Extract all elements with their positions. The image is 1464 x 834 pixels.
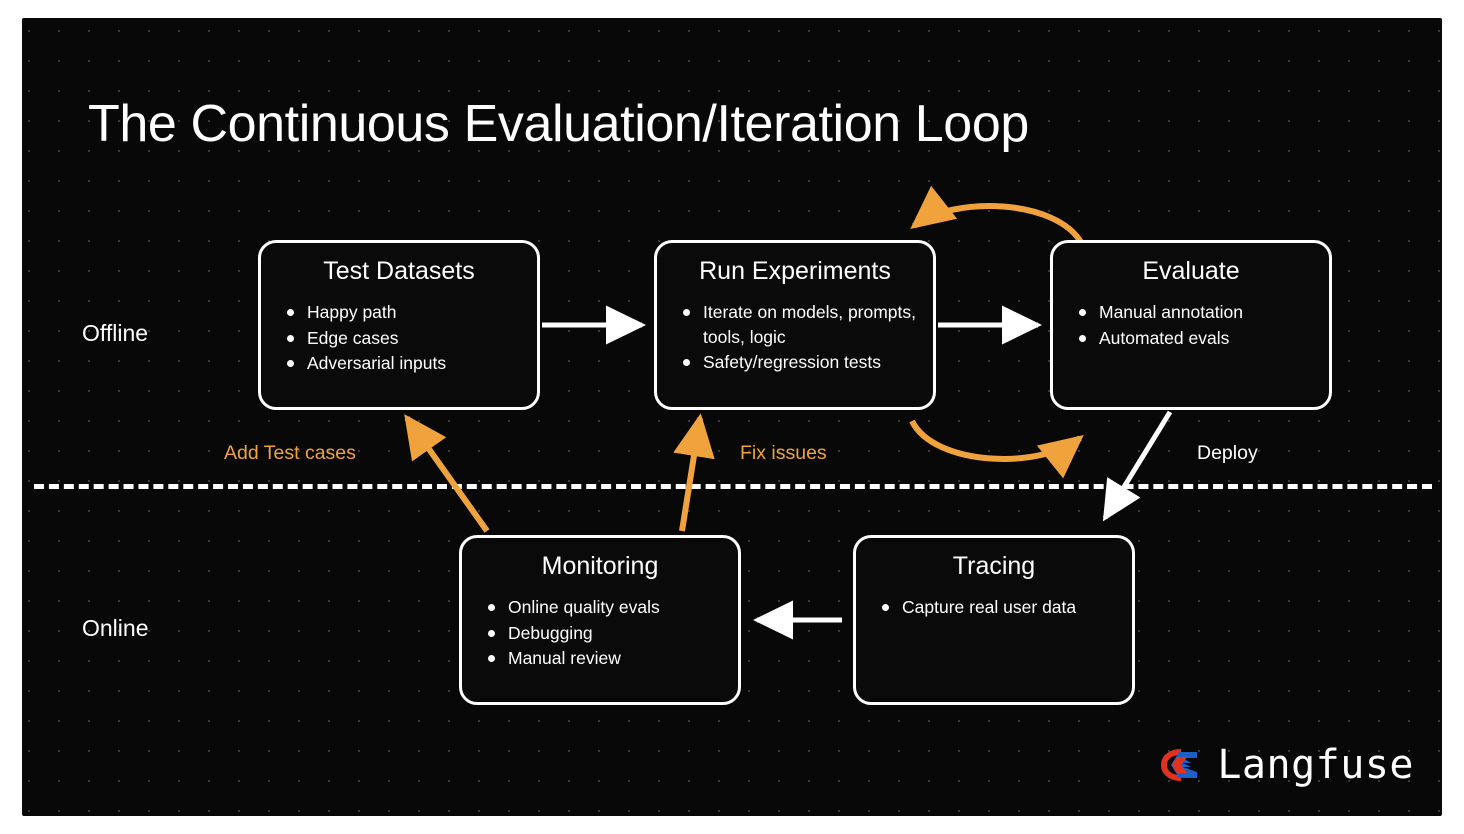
langfuse-logo: Langfuse — [1157, 742, 1414, 788]
node-run-experiments[interactable]: Run Experiments Iterate on models, promp… — [654, 240, 936, 410]
arrow-loop-evaluate-to-run-experiments — [910, 185, 1085, 246]
langfuse-logo-text: Langfuse — [1217, 742, 1414, 788]
list-item: Happy path — [281, 300, 521, 325]
node-title-tracing: Tracing — [952, 552, 1036, 580]
arrow-monitoring-to-run-experiments — [673, 413, 715, 532]
list-item: Edge cases — [281, 326, 521, 351]
list-item: Automated evals — [1073, 326, 1313, 351]
node-title-test-datasets: Test Datasets — [323, 257, 475, 285]
offline-online-divider — [34, 484, 1432, 489]
node-list-tracing: Capture real user data — [872, 595, 1116, 620]
page-title: The Continuous Evaluation/Iteration Loop — [88, 95, 1029, 153]
lane-label-online: Online — [82, 615, 149, 641]
edge-label-deploy: Deploy — [1197, 442, 1258, 464]
list-item: Iterate on models, prompts, tools, logic — [677, 300, 917, 350]
edge-label-add-test-cases: Add Test cases — [224, 442, 356, 464]
list-item: Safety/regression tests — [677, 350, 917, 375]
node-title-run-experiments: Run Experiments — [699, 257, 891, 285]
node-list-monitoring: Online quality evals Debugging Manual re… — [478, 595, 722, 672]
node-test-datasets[interactable]: Test Datasets Happy path Edge cases Adve… — [258, 240, 540, 410]
list-item: Manual review — [482, 646, 722, 671]
list-item: Debugging — [482, 621, 722, 646]
list-item: Manual annotation — [1073, 300, 1313, 325]
arrow-evaluate-to-tracing-deploy — [1102, 410, 1173, 522]
list-item: Capture real user data — [876, 595, 1116, 620]
node-list-test-datasets: Happy path Edge cases Adversarial inputs — [277, 300, 521, 377]
node-title-monitoring: Monitoring — [541, 552, 659, 580]
node-evaluate[interactable]: Evaluate Manual annotation Automated eva… — [1050, 240, 1332, 410]
diagram-canvas: The Continuous Evaluation/Iteration Loop… — [22, 18, 1442, 816]
lane-label-offline: Offline — [82, 320, 149, 346]
arrow-loop-run-experiments-to-evaluate — [909, 419, 1084, 479]
list-item: Adversarial inputs — [281, 351, 521, 376]
langfuse-logo-icon — [1161, 749, 1198, 781]
node-tracing[interactable]: Tracing Capture real user data — [853, 535, 1135, 705]
arrow-monitoring-to-test-datasets — [404, 414, 490, 533]
node-monitoring[interactable]: Monitoring Online quality evals Debuggin… — [459, 535, 741, 705]
list-item: Online quality evals — [482, 595, 722, 620]
edge-label-fix-issues: Fix issues — [740, 442, 827, 464]
node-list-evaluate: Manual annotation Automated evals — [1069, 300, 1313, 351]
node-list-run-experiments: Iterate on models, prompts, tools, logic… — [673, 300, 917, 376]
node-title-evaluate: Evaluate — [1142, 257, 1240, 285]
